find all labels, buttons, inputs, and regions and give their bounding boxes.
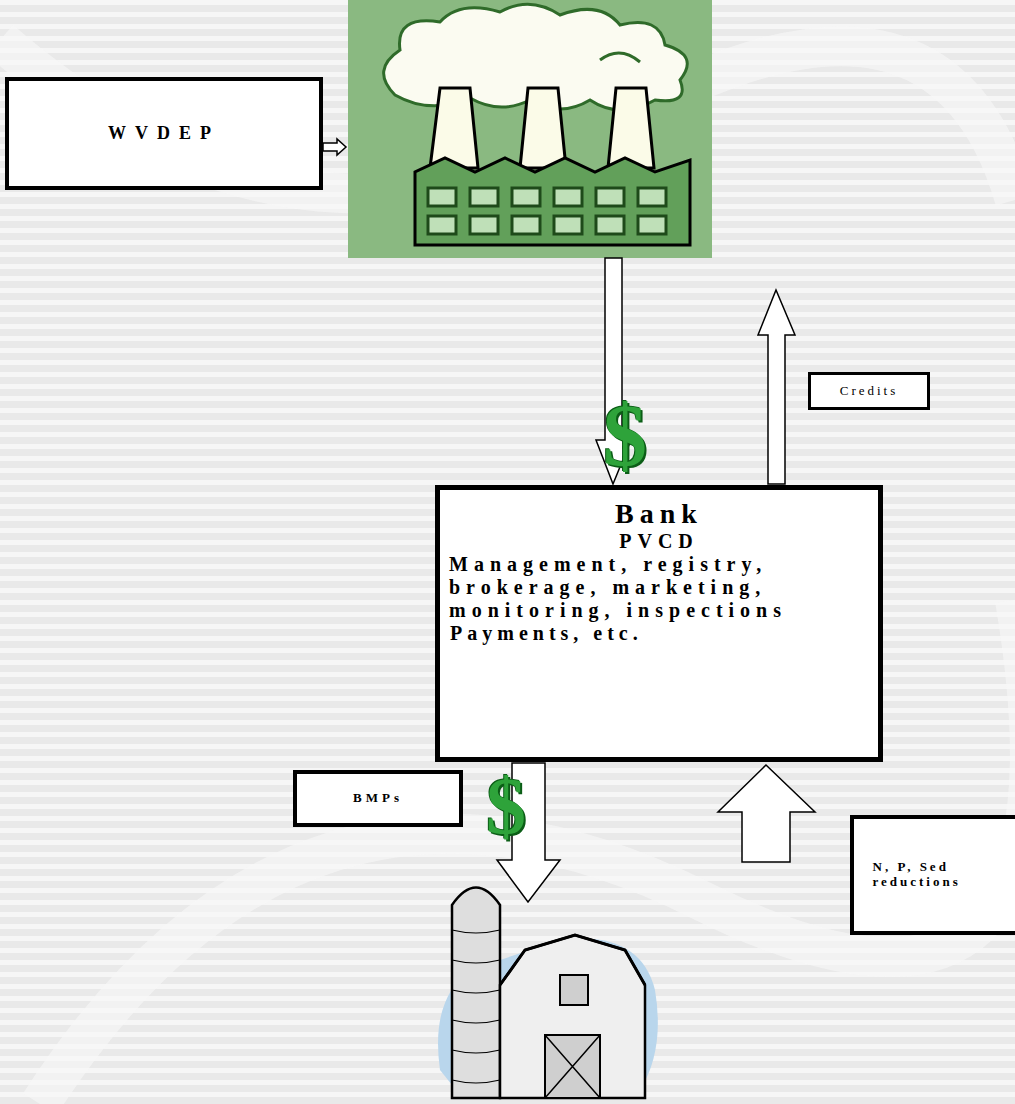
farm-illustration [438, 888, 658, 1099]
box-text: Management, registry, brokerage, marketi… [449, 553, 869, 622]
dollar-sign: $ [603, 392, 647, 480]
box-text: N, P, Sed reductions [873, 860, 993, 890]
box-text: Credits [840, 384, 899, 399]
box-text: PVCD [619, 530, 699, 553]
agency-box: WVDEP [5, 77, 323, 190]
dollar-sign: $ [486, 766, 526, 846]
reductions-label-box: N, P, Sed reductions [850, 815, 1015, 935]
box-text: Payments, etc. [450, 622, 643, 645]
box-text: Bank [615, 498, 703, 530]
bmps-label-box: BMPs [293, 770, 463, 827]
box-text: BMPs [353, 791, 403, 806]
bank-box: BankPVCDManagement, registry, brokerage,… [435, 485, 883, 762]
box-text: WVDEP [108, 123, 220, 144]
credits-label-box: Credits [808, 372, 930, 410]
factory-illustration [348, 0, 712, 258]
